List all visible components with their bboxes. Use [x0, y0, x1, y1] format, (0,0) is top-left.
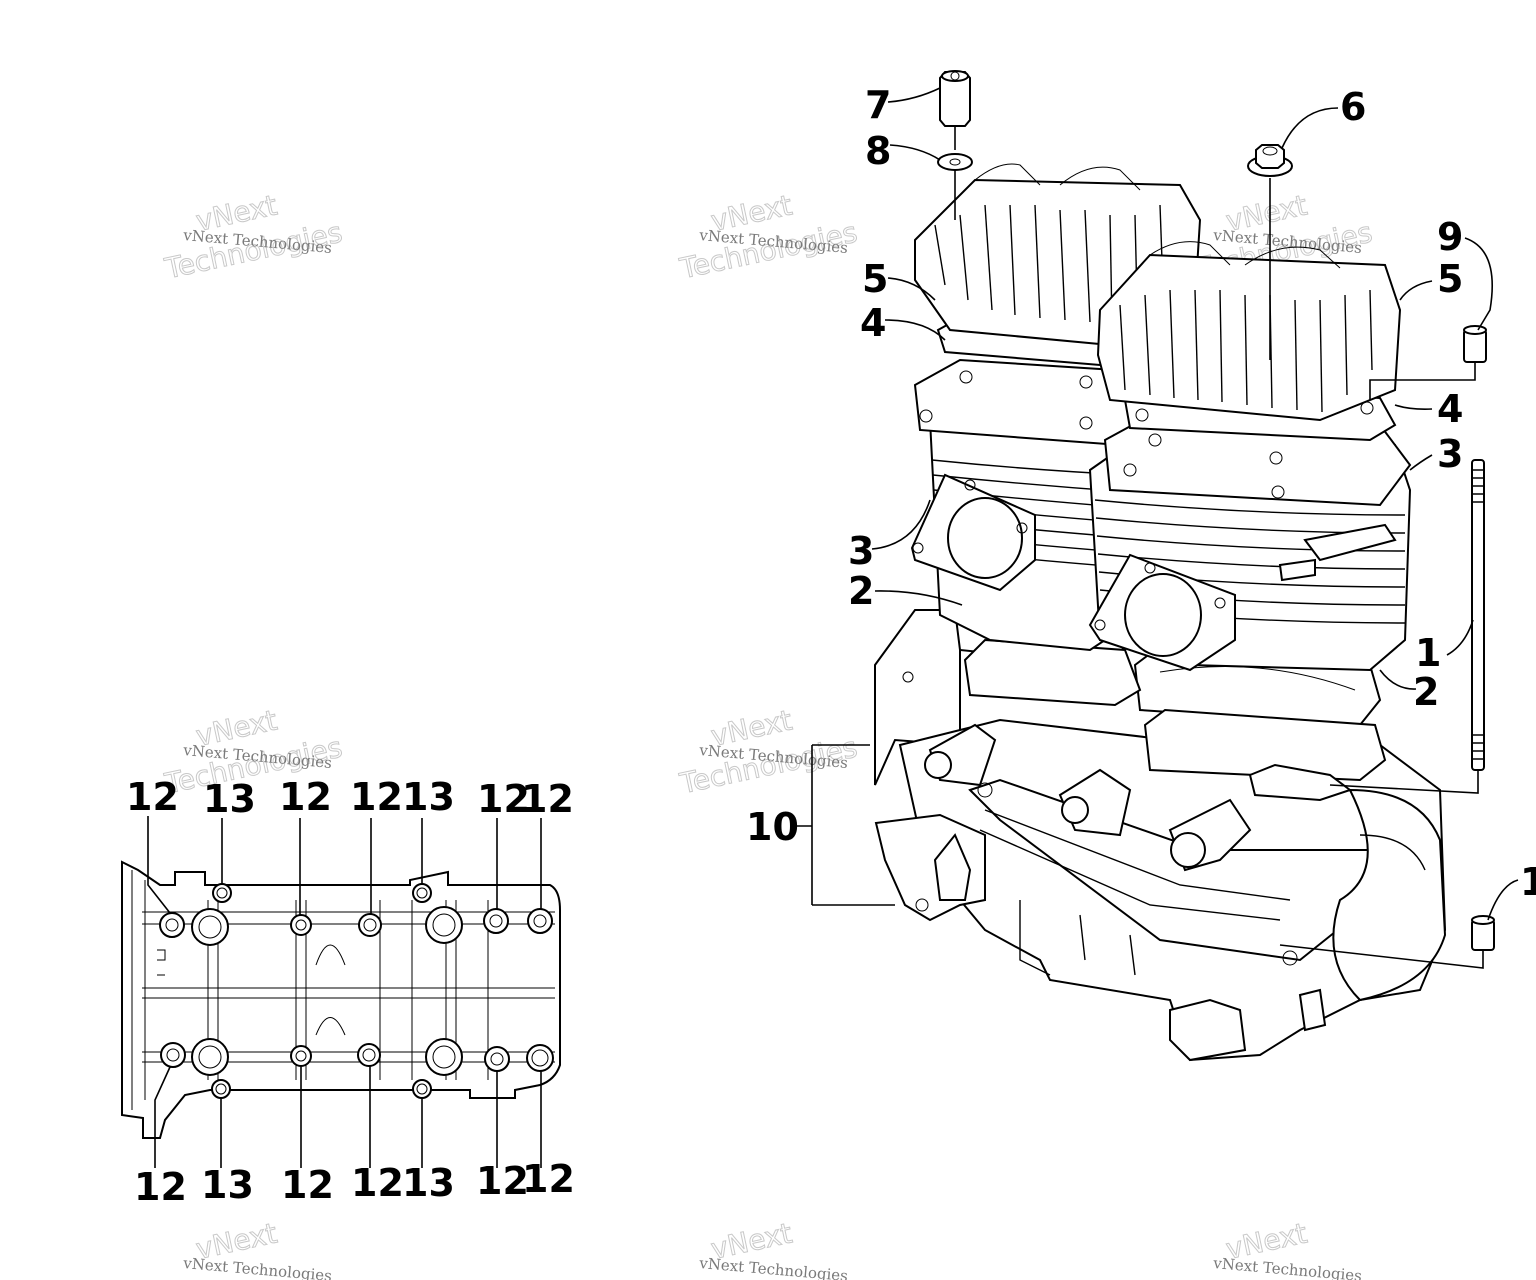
bolt-callout-top-5: 13 — [402, 775, 455, 819]
watermark-7: vNext Technologies — [182, 1254, 333, 1280]
hex-standoff-part — [939, 70, 971, 150]
callout-11: 11 — [1520, 860, 1536, 904]
crankcase-bolt-pattern: 12 13 12 12 13 12 12 12 13 12 12 13 12 1… — [121, 775, 575, 1209]
callout-3-front: 3 — [1437, 432, 1463, 476]
callout-6: 6 — [1340, 85, 1366, 129]
leader-lines — [793, 87, 1519, 969]
callout-5-rear: 5 — [862, 257, 888, 301]
bolt-callout-top-7: 12 — [521, 777, 574, 821]
callout-9: 9 — [1437, 215, 1463, 259]
dowel-pin-part — [1463, 325, 1487, 363]
crankcase — [874, 609, 1447, 1062]
cylinder-head-front — [1096, 241, 1402, 422]
callout-4-rear: 4 — [860, 301, 886, 345]
bolt-callout-bottom-4: 12 — [351, 1161, 404, 1205]
washer-part — [937, 153, 973, 220]
bolt-callout-top-6: 12 — [477, 777, 530, 821]
callout-4-front: 4 — [1437, 387, 1463, 431]
engine-assembly: 7 8 6 5 4 9 5 4 3 3 2 1 2 10 11 — [746, 70, 1536, 1062]
bolt-callout-bottom-5: 13 — [402, 1161, 455, 1205]
cylinder-front — [1088, 408, 1412, 672]
watermark-9: vNext Technologies — [1212, 1254, 1363, 1280]
callout-1: 1 — [1415, 631, 1441, 675]
bolt-callout-bottom-7: 12 — [522, 1157, 575, 1201]
bolt-callout-top-4: 12 — [350, 775, 403, 819]
callout-2-rear: 2 — [848, 569, 874, 613]
bolt-callout-bottom-3: 12 — [281, 1163, 334, 1207]
flange-nut-part — [1247, 144, 1293, 360]
watermark-8: vNext Technologies — [698, 1254, 849, 1280]
callouts: 7 8 6 5 4 9 5 4 3 3 2 1 2 10 11 — [746, 83, 1536, 904]
bolt-leader-lines — [147, 816, 542, 1168]
bolt-callout-top-1: 12 — [126, 775, 179, 819]
hardware — [937, 70, 1495, 951]
callout-10: 10 — [746, 805, 799, 849]
stud-part — [1471, 459, 1485, 771]
bolt-callout-bottom-1: 12 — [134, 1165, 187, 1209]
bolt-callouts: 12 13 12 12 13 12 12 12 13 12 12 13 12 1… — [126, 775, 575, 1209]
dowel-pin-lower-part — [1471, 915, 1495, 951]
bolt-callout-bottom-6: 12 — [476, 1159, 529, 1203]
bolt-callout-bottom-2: 13 — [201, 1163, 254, 1207]
bolt-callout-top-2: 13 — [203, 777, 256, 821]
callout-8: 8 — [865, 129, 891, 173]
callout-7: 7 — [865, 83, 891, 127]
callout-5-front: 5 — [1437, 257, 1463, 301]
callout-2-front: 2 — [1413, 670, 1439, 714]
callout-3-rear: 3 — [848, 529, 874, 573]
bolt-callout-top-3: 12 — [279, 775, 332, 819]
